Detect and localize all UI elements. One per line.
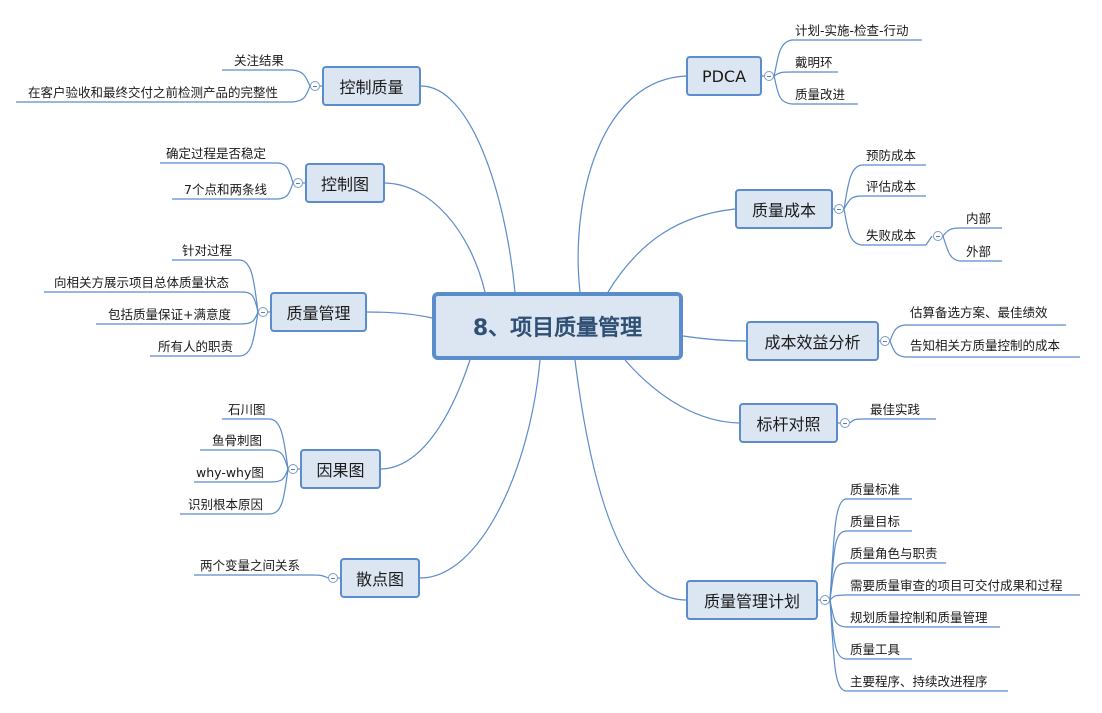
leaf-failure-0: 内部	[966, 211, 992, 226]
leaf-plan-5: 质量工具	[850, 642, 901, 657]
leaf-qm-2: 包括质量保证+满意度	[108, 307, 231, 322]
collapse-toggle-icon[interactable]	[933, 231, 943, 241]
topic-quality-cost-label: 质量成本	[751, 201, 816, 220]
central-topic[interactable]: 8、项目质量管理	[432, 292, 683, 360]
leaf-cq-1: 在客户验收和最终交付之前检测产品的完整性	[28, 85, 279, 100]
topic-benchmarking[interactable]: 标杆对照	[739, 403, 838, 443]
leaf-cause-0: 石川图	[228, 402, 266, 417]
leaf-pdca-0: 计划-实施-检查-行动	[795, 23, 909, 38]
leaf-plan-1: 质量目标	[850, 514, 901, 529]
collapse-toggle-icon[interactable]	[764, 71, 774, 81]
leaf-plan-0: 质量标准	[850, 482, 901, 497]
leaf-qm-1: 向相关方展示项目总体质量状态	[54, 275, 230, 290]
topic-cost-benefit[interactable]: 成本效益分析	[746, 321, 879, 361]
topic-quality-plan-label: 质量管理计划	[703, 592, 800, 611]
topic-benchmarking-label: 标杆对照	[756, 415, 821, 434]
leaf-qm-0: 针对过程	[182, 243, 233, 258]
leaf-scatter-0: 两个变量之间关系	[200, 558, 301, 573]
topic-scatter-label: 散点图	[355, 570, 404, 589]
topic-control-chart-label: 控制图	[320, 175, 369, 194]
topic-pdca[interactable]: PDCA	[686, 56, 762, 96]
leaf-cause-3: 识别根本原因	[188, 497, 264, 512]
collapse-toggle-icon[interactable]	[288, 464, 298, 474]
collapse-toggle-icon[interactable]	[310, 81, 320, 91]
collapse-toggle-icon[interactable]	[840, 418, 850, 428]
topic-control-chart[interactable]: 控制图	[305, 163, 385, 203]
collapse-toggle-icon[interactable]	[880, 336, 890, 346]
leaf-cc-0: 确定过程是否稳定	[166, 146, 267, 161]
leaf-cc-1: 7个点和两条线	[184, 182, 267, 197]
topic-quality-plan[interactable]: 质量管理计划	[686, 580, 818, 620]
collapse-toggle-icon[interactable]	[328, 573, 338, 583]
leaf-plan-2: 质量角色与职责	[850, 546, 938, 561]
collapse-toggle-icon[interactable]	[820, 595, 830, 605]
leaf-cause-2: why-why图	[196, 465, 264, 480]
collapse-toggle-icon[interactable]	[834, 204, 844, 214]
leaf-cost-0: 预防成本	[866, 148, 917, 163]
leaf-pdca-1: 戴明环	[795, 55, 833, 70]
topic-control-quality-label: 控制质量	[339, 78, 404, 97]
topic-cause-effect-label: 因果图	[316, 461, 365, 480]
leaf-qm-3: 所有人的职责	[158, 339, 234, 354]
topic-quality-management[interactable]: 质量管理	[270, 292, 367, 332]
topic-quality-management-label: 质量管理	[286, 304, 351, 323]
topic-cause-effect[interactable]: 因果图	[300, 449, 381, 489]
leaf-cost-1: 评估成本	[866, 179, 917, 194]
topic-pdca-label: PDCA	[701, 66, 747, 86]
leaf-bench-0: 最佳实践	[870, 402, 921, 417]
leaf-cq-0: 关注结果	[234, 53, 285, 68]
central-topic-label: 8、项目质量管理	[472, 316, 643, 341]
collapse-toggle-icon[interactable]	[258, 307, 268, 317]
leaf-cba-0: 估算备选方案、最佳绩效	[910, 305, 1048, 320]
leaf-pdca-2: 质量改进	[795, 87, 846, 102]
topic-cost-benefit-label: 成本效益分析	[764, 333, 861, 352]
leaf-plan-6: 主要程序、持续改进程序	[850, 674, 988, 689]
topic-control-quality[interactable]: 控制质量	[322, 66, 421, 106]
collapse-toggle-icon[interactable]	[293, 178, 303, 188]
leaf-plan-3: 需要质量审查的项目可交付成果和过程	[850, 578, 1063, 593]
topic-quality-cost[interactable]: 质量成本	[735, 189, 833, 229]
leaf-cause-1: 鱼骨刺图	[212, 433, 263, 448]
leaf-cba-1: 告知相关方质量控制的成本	[910, 338, 1061, 353]
leaf-cost-2: 失败成本	[866, 228, 917, 243]
leaf-failure-1: 外部	[966, 244, 992, 259]
topic-scatter[interactable]: 散点图	[340, 558, 420, 598]
leaf-plan-4: 规划质量控制和质量管理	[850, 610, 988, 625]
